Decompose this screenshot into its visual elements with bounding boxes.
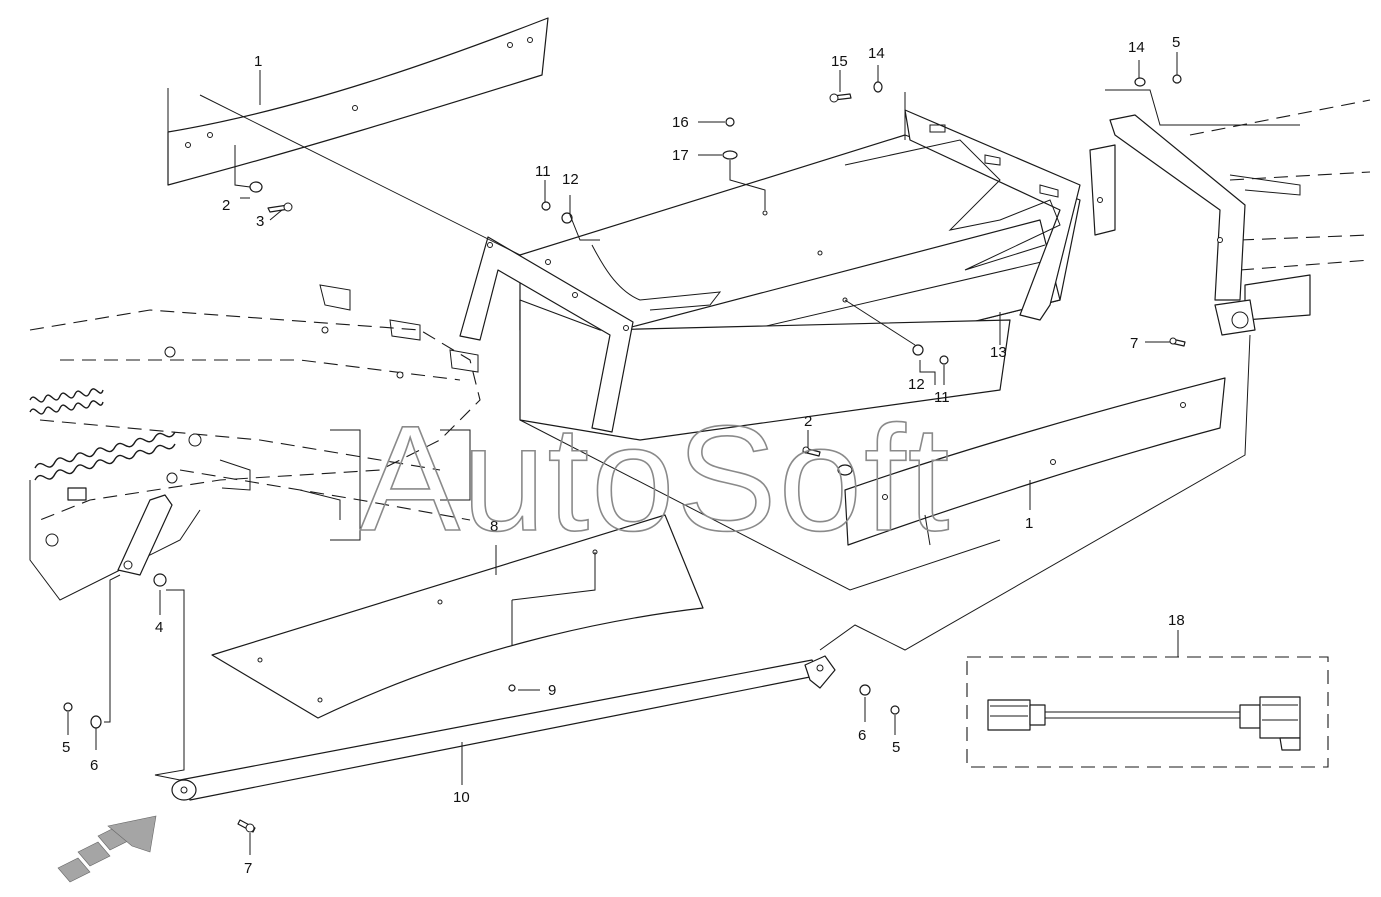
- callout-12-lower: 12: [908, 376, 925, 393]
- callout-18: 18: [1168, 612, 1185, 629]
- callout-14-right: 14: [1128, 39, 1145, 56]
- direction-arrow-icon: [57, 815, 157, 883]
- callout-10: 10: [453, 789, 470, 806]
- callout-4: 4: [155, 619, 163, 636]
- callout-6-right: 6: [858, 727, 866, 744]
- callout-2-lower: 2: [804, 413, 812, 430]
- callout-5-top: 5: [1172, 34, 1180, 51]
- callout-14-center: 14: [868, 45, 885, 62]
- callout-17: 17: [672, 147, 689, 164]
- callout-2-upper: 2: [222, 197, 230, 214]
- leader-lines: [67, 52, 1251, 855]
- callout-5-right: 5: [892, 739, 900, 756]
- callout-9: 9: [548, 682, 556, 699]
- callout-7-bottom: 7: [244, 860, 252, 877]
- callout-8: 8: [490, 518, 498, 535]
- callout-3: 3: [256, 213, 264, 230]
- rod-part-10: [171, 655, 836, 801]
- panel-part-1-upper: [167, 17, 549, 186]
- plate-part-8: [211, 514, 704, 719]
- callout-11-lower: 11: [934, 389, 950, 406]
- callout-16: 16: [672, 114, 689, 131]
- callout-1-lower: 1: [1025, 515, 1033, 532]
- callout-11-upper: 11: [535, 163, 551, 180]
- callout-6-left: 6: [90, 757, 98, 774]
- fasteners: [63, 74, 1186, 833]
- harness-box-part-18: [966, 656, 1329, 768]
- callout-15: 15: [831, 53, 848, 70]
- left-frame-context: [29, 284, 481, 601]
- callout-labels: 1 2 3 11 12 16 17 15 14 14 5 13 12 11 7 …: [62, 34, 1185, 877]
- callout-12-upper: 12: [562, 171, 579, 188]
- callout-7-right: 7: [1130, 335, 1138, 352]
- callout-5-left: 5: [62, 739, 70, 756]
- right-bracket-context: [1089, 89, 1371, 336]
- callout-13: 13: [990, 344, 1007, 361]
- spring-upper: [29, 388, 104, 415]
- callout-1-upper: 1: [254, 53, 262, 70]
- panel-part-1-lower: [844, 377, 1226, 546]
- lever-arm: [45, 494, 173, 576]
- spring-lower: [34, 431, 202, 484]
- watermark-text: AutoSoft: [360, 394, 951, 562]
- central-beam: [459, 109, 1081, 591]
